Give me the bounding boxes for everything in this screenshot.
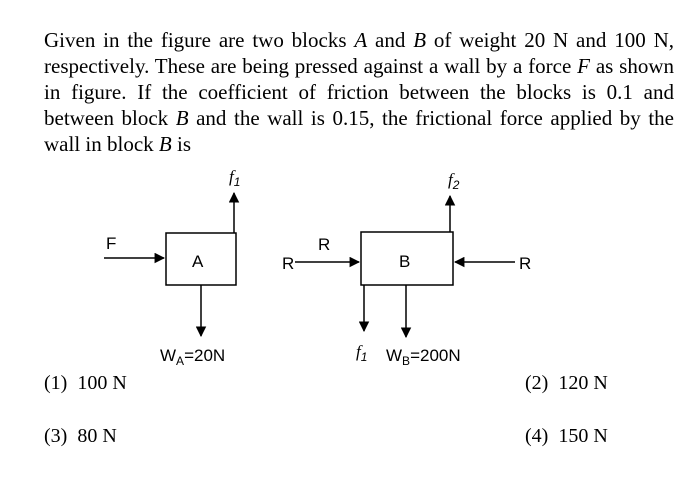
- weight-a-label: WA=20N: [160, 346, 225, 368]
- variable-b: B: [158, 132, 172, 156]
- question-segment: and: [367, 28, 414, 52]
- normal-r-top-label: R: [318, 235, 330, 254]
- force-f-label: F: [106, 234, 116, 253]
- option-value: 100 N: [77, 372, 127, 394]
- question-segment: as shown in figure. If the coefficient o…: [44, 54, 674, 130]
- question-segment: and the wall is 0.15, the frictional for…: [44, 106, 674, 156]
- friction-f1-down-label: f1: [356, 342, 367, 364]
- friction-f1-label: f1: [229, 167, 240, 189]
- option-number: (1): [44, 372, 68, 394]
- variable-b: B: [175, 106, 189, 130]
- option-2[interactable]: (2) 120 N: [525, 372, 608, 395]
- option-value: 150 N: [558, 425, 608, 447]
- option-value: 120 N: [558, 372, 608, 394]
- variable-f: F: [577, 54, 590, 78]
- question-text: Given in the figure are two blocks A and…: [44, 27, 674, 157]
- question-segment: Given in the figure are two blocks: [44, 28, 355, 52]
- option-3[interactable]: (3) 80 N: [44, 425, 117, 448]
- option-number: (3): [44, 425, 68, 447]
- weight-b-label: WB=200N: [386, 346, 461, 368]
- friction-f2-label: f2: [448, 170, 460, 192]
- variable-a: A: [354, 28, 368, 52]
- block-a-diagram: A F f1 WA=20N: [104, 167, 240, 368]
- option-number: (2): [525, 372, 549, 394]
- option-value: 80 N: [77, 425, 117, 447]
- variable-b: B: [413, 28, 427, 52]
- block-b-box: [360, 231, 454, 286]
- option-4[interactable]: (4) 150 N: [525, 425, 608, 448]
- option-number: (4): [525, 425, 549, 447]
- block-a-label: A: [192, 252, 204, 271]
- normal-r-left-label: R: [282, 254, 294, 273]
- block-b-label: B: [399, 252, 410, 271]
- question-segment: of weight 20 N and 100 N, respectively. …: [44, 28, 674, 78]
- question-segment: is: [171, 132, 191, 156]
- option-1[interactable]: (1) 100 N: [44, 372, 127, 395]
- normal-r-right-label: R: [519, 254, 531, 273]
- block-b-diagram: B R R R f2 f1 WB=200N: [282, 170, 531, 368]
